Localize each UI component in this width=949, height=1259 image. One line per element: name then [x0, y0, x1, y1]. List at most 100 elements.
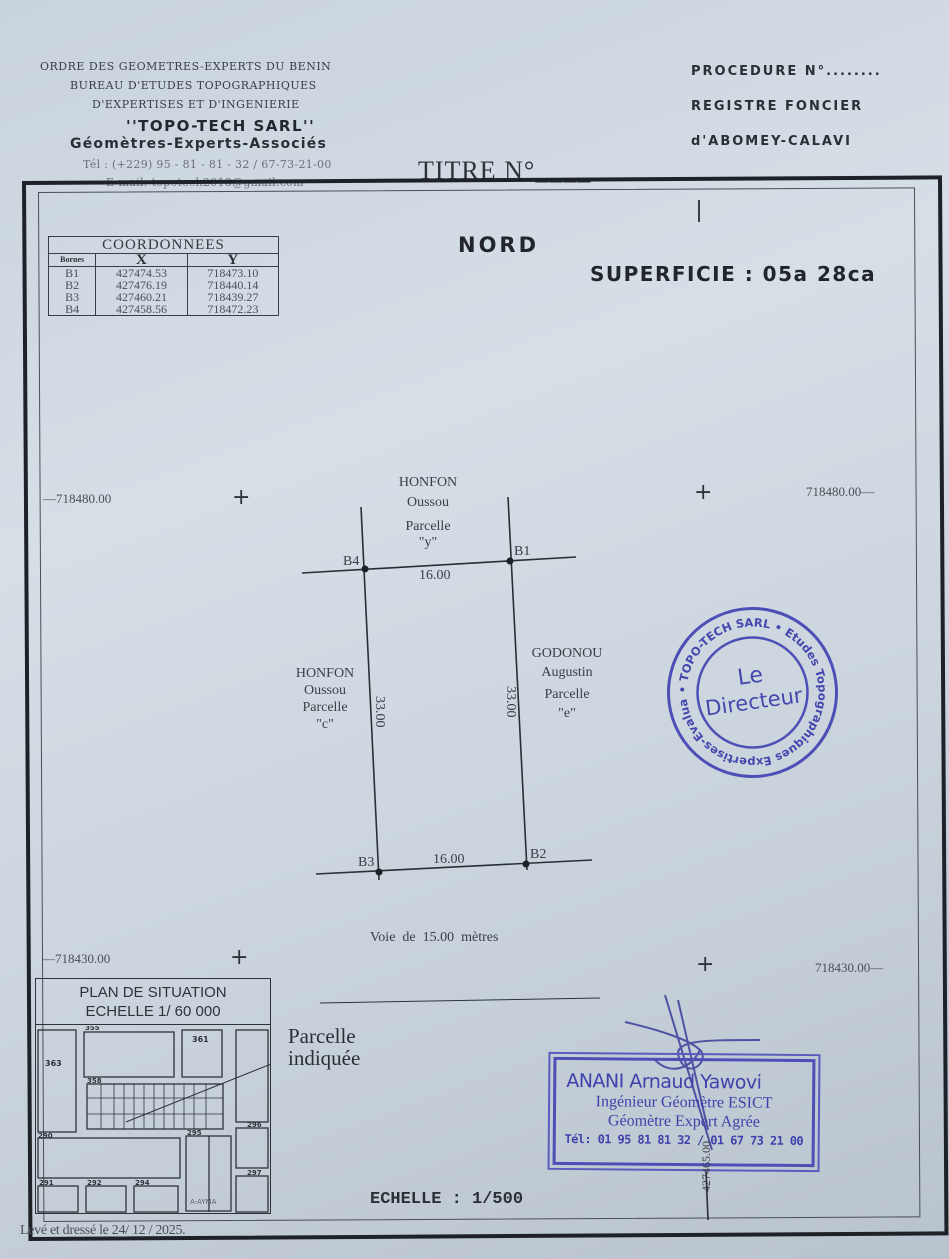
parcel-pointer-line2: indiquée	[288, 1046, 361, 1070]
grid-cross-icon: +	[694, 480, 713, 505]
grid-value: 718430.00	[55, 951, 111, 966]
lot-label: 294	[135, 1179, 150, 1187]
grid-value: 718480.00	[56, 491, 112, 506]
dimension-north: 16.00	[419, 568, 451, 583]
neighbor-parcel-code: "e"	[558, 706, 576, 721]
neighbor-north: HONFON Oussou Parcelle "y"	[398, 473, 458, 553]
column-header-x: X	[95, 253, 188, 268]
x-cell: 427460.21	[95, 291, 188, 303]
situation-map: 363 355 361 358 290 295 296 291 292 294 …	[37, 1026, 270, 1213]
org-line-2: BUREAU D'ETUDES TOPOGRAPHIQUES	[70, 79, 317, 92]
lot-label: 291	[39, 1179, 54, 1187]
grid-tick: —	[42, 951, 55, 966]
lot-label: 361	[192, 1035, 209, 1044]
grid-label-bottom-right: 718430.00—	[815, 960, 883, 976]
engineer-phone: Tél: 01 95 81 81 32 / 01 67 73 21 00	[564, 1131, 804, 1149]
grid-cross-icon: +	[230, 945, 249, 970]
org-line-3: D'EXPERTISES ET D'INGENIERIE	[92, 98, 300, 111]
grid-tick: —	[870, 960, 884, 975]
company-name: ''TOPO-TECH SARL''	[126, 117, 316, 135]
commune: d'ABOMEY-CALAVI	[691, 134, 852, 149]
borne-cell: B4	[47, 303, 97, 316]
neighbor-south-road: Voie de 15.00 mètres	[370, 930, 499, 945]
grid-label-top-left: —718480.00	[43, 491, 111, 507]
company-subtitle: Géomètres-Experts-Associés	[70, 136, 328, 152]
neighbor-parcel-code: "y"	[418, 535, 438, 550]
neighbor-name: GODONOU	[531, 646, 603, 661]
table-row: B4 427458.56 718472.23	[47, 303, 280, 316]
engineer-title-2: Géomètre Expert Agrée	[607, 1112, 760, 1131]
grid-label-bottom-left: —718430.00	[42, 951, 110, 967]
coordinates-table: COORDONNEES Bornes X Y B1 427474.53 7184…	[47, 236, 280, 316]
situation-plan: PLAN DE SITUATION ECHELLE 1/ 60 000	[35, 978, 271, 1214]
borne-label-b3: B3	[358, 855, 375, 870]
grid-label-top-right: 718480.00—	[806, 484, 874, 500]
borne-cell: B1	[47, 266, 97, 279]
dimension-east: 33.00	[503, 686, 518, 718]
dimension-south: 16.00	[433, 852, 465, 867]
neighbor-first-name: Augustin	[541, 665, 593, 680]
lot-label: 358	[87, 1077, 102, 1085]
neighbor-east: GODONOU Augustin Parcelle "e"	[522, 644, 612, 723]
lot-label: 363	[45, 1059, 62, 1068]
engineer-stamp: ANANI Arnaud Yawovi Ingénieur Géomètre E…	[547, 1051, 821, 1173]
neighbor-name: HONFON	[295, 666, 355, 681]
north-label: NORD	[458, 233, 540, 257]
engineer-name: ANANI Arnaud Yawovi	[566, 1069, 762, 1094]
plan-scale: ECHELLE : 1/500	[370, 1190, 524, 1209]
table-row: B1 427474.53 718473.10	[47, 266, 280, 279]
parcel-pointer-line1: Parcelle	[288, 1024, 356, 1048]
y-cell: 718439.27	[186, 291, 280, 303]
north-tick	[698, 200, 700, 222]
grid-cross-icon: +	[232, 485, 251, 510]
y-cell: 718440.14	[186, 279, 280, 291]
lot-label: 297	[247, 1169, 262, 1177]
company-email: E-mail: topotech2018@gmail.com	[106, 176, 304, 189]
registre-foncier: REGISTRE FONCIER	[691, 99, 864, 114]
neighbor-first-name: Oussou	[303, 683, 346, 698]
stamp-center-line2: Directeur	[704, 683, 804, 720]
lot-label: 290	[38, 1132, 53, 1140]
neighbor-west: HONFON Oussou Parcelle "c"	[290, 665, 360, 733]
situation-plan-scale: ECHELLE 1/ 60 000	[85, 1003, 221, 1020]
parcel-pointer-label: Parcelle indiquée	[288, 1025, 360, 1069]
dimension-west: 33.00	[372, 696, 387, 728]
borne-label-b4: B4	[343, 554, 360, 569]
neighbor-parcel: Parcelle	[405, 519, 451, 534]
borne-cell: B2	[47, 279, 97, 291]
org-line-1: ORDRE DES GEOMETRES-EXPERTS DU BENIN	[40, 60, 332, 73]
procedure-number: PROCEDURE N°........	[691, 64, 882, 79]
column-header-y: Y	[186, 253, 280, 268]
grid-value: 718480.00	[806, 484, 862, 499]
borne-label-b2: B2	[530, 847, 547, 862]
neighbor-parcel: Parcelle	[544, 687, 590, 702]
grid-label-bottom-vertical: 427465.00	[699, 1141, 713, 1192]
borne-label-b1: B1	[514, 544, 531, 559]
grid-tick: —	[861, 484, 875, 499]
situation-plan-title: PLAN DE SITUATION	[79, 984, 227, 1001]
lot-label: 295	[187, 1129, 202, 1137]
grid-tick: —	[43, 491, 56, 506]
x-cell: 427476.19	[95, 279, 188, 291]
director-stamp: • TOPO-TECH SARL • Etudes Topographiques…	[654, 594, 840, 782]
neighbor-first-name: Oussou	[406, 495, 449, 510]
table-row: B2 427476.19 718440.14	[47, 279, 280, 291]
lot-label: 292	[87, 1179, 102, 1187]
survey-date: Levé et dressé le 24/ 12 / 2025.	[20, 1223, 186, 1238]
situation-plan-header: PLAN DE SITUATION ECHELLE 1/ 60 000	[36, 979, 270, 1025]
lot-label: 355	[85, 1026, 100, 1032]
column-header-bornes: Bornes	[47, 253, 97, 267]
titre-number: TITRE N°____	[418, 156, 592, 185]
lot-label: 296	[247, 1121, 262, 1129]
neighbor-parcel-code: "c"	[316, 717, 334, 732]
superficie: SUPERFICIE : 05a 28ca	[590, 262, 877, 286]
grid-value: 718430.00	[815, 960, 871, 975]
neighbor-parcel: Parcelle	[302, 700, 348, 715]
street-label: A-AYMA	[190, 1198, 217, 1206]
company-phone: Tél : (+229) 95 - 81 - 81 - 32 / 67-73-2…	[83, 158, 332, 171]
table-row: B3 427460.21 718439.27	[47, 291, 280, 303]
borne-cell: B3	[47, 291, 97, 303]
neighbor-name: HONFON	[398, 475, 458, 490]
stamp-center-line1: Le	[736, 663, 765, 691]
